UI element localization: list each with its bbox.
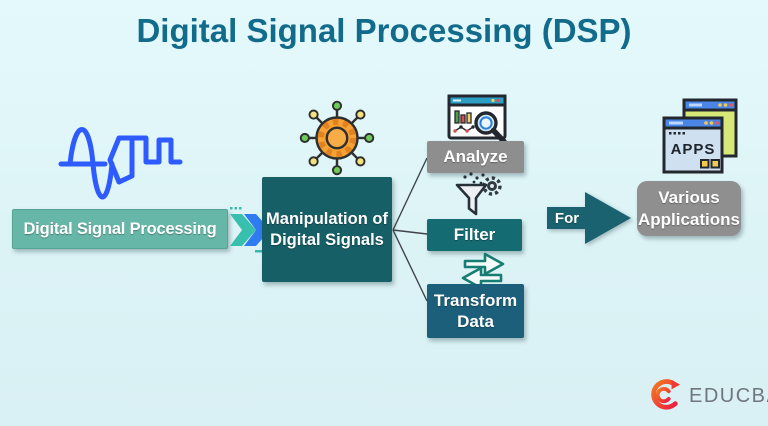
- input-box-label: Digital Signal Processing: [23, 219, 217, 238]
- analog-to-digital-waveform-icon: [58, 127, 183, 200]
- analytics-window-magnifier-icon: [447, 94, 507, 145]
- process-box-manipulation: Manipulation of Digital Signals: [262, 177, 392, 282]
- apps-icon-label: APPS: [671, 141, 716, 158]
- processing-gear-icon: [299, 100, 375, 176]
- input-box-digital-signal-processing: Digital Signal Processing: [12, 209, 228, 249]
- educba-logo-text: EDUCBA: [689, 384, 768, 407]
- fast-forward-chevrons-icon: [230, 207, 270, 253]
- output-box-various-applications: Various Applications: [637, 181, 741, 236]
- educba-branding: EDUCBA: [644, 374, 768, 418]
- output-box-label: Various Applications: [637, 188, 740, 229]
- for-arrow: For: [547, 192, 631, 244]
- application-windows-icon: APPS: [662, 98, 738, 174]
- arrow-shape: [547, 192, 631, 244]
- process-box-label: Manipulation of Digital Signals: [266, 209, 388, 249]
- filter-label: Filter: [453, 225, 496, 245]
- exchange-arrows-icon: [461, 252, 505, 290]
- analyze-label: Analyze: [443, 147, 508, 167]
- operation-box-analyze: Analyze: [427, 141, 524, 173]
- funnel-filter-icon: [455, 172, 502, 216]
- for-arrow-label: For: [554, 209, 580, 227]
- operation-box-filter: Filter: [427, 219, 522, 251]
- transform-label: Transform Data: [433, 290, 518, 331]
- educba-logo-icon: [651, 379, 681, 410]
- page-title: Digital Signal Processing (DSP): [136, 12, 632, 49]
- operation-box-transform-data: Transform Data: [427, 284, 524, 338]
